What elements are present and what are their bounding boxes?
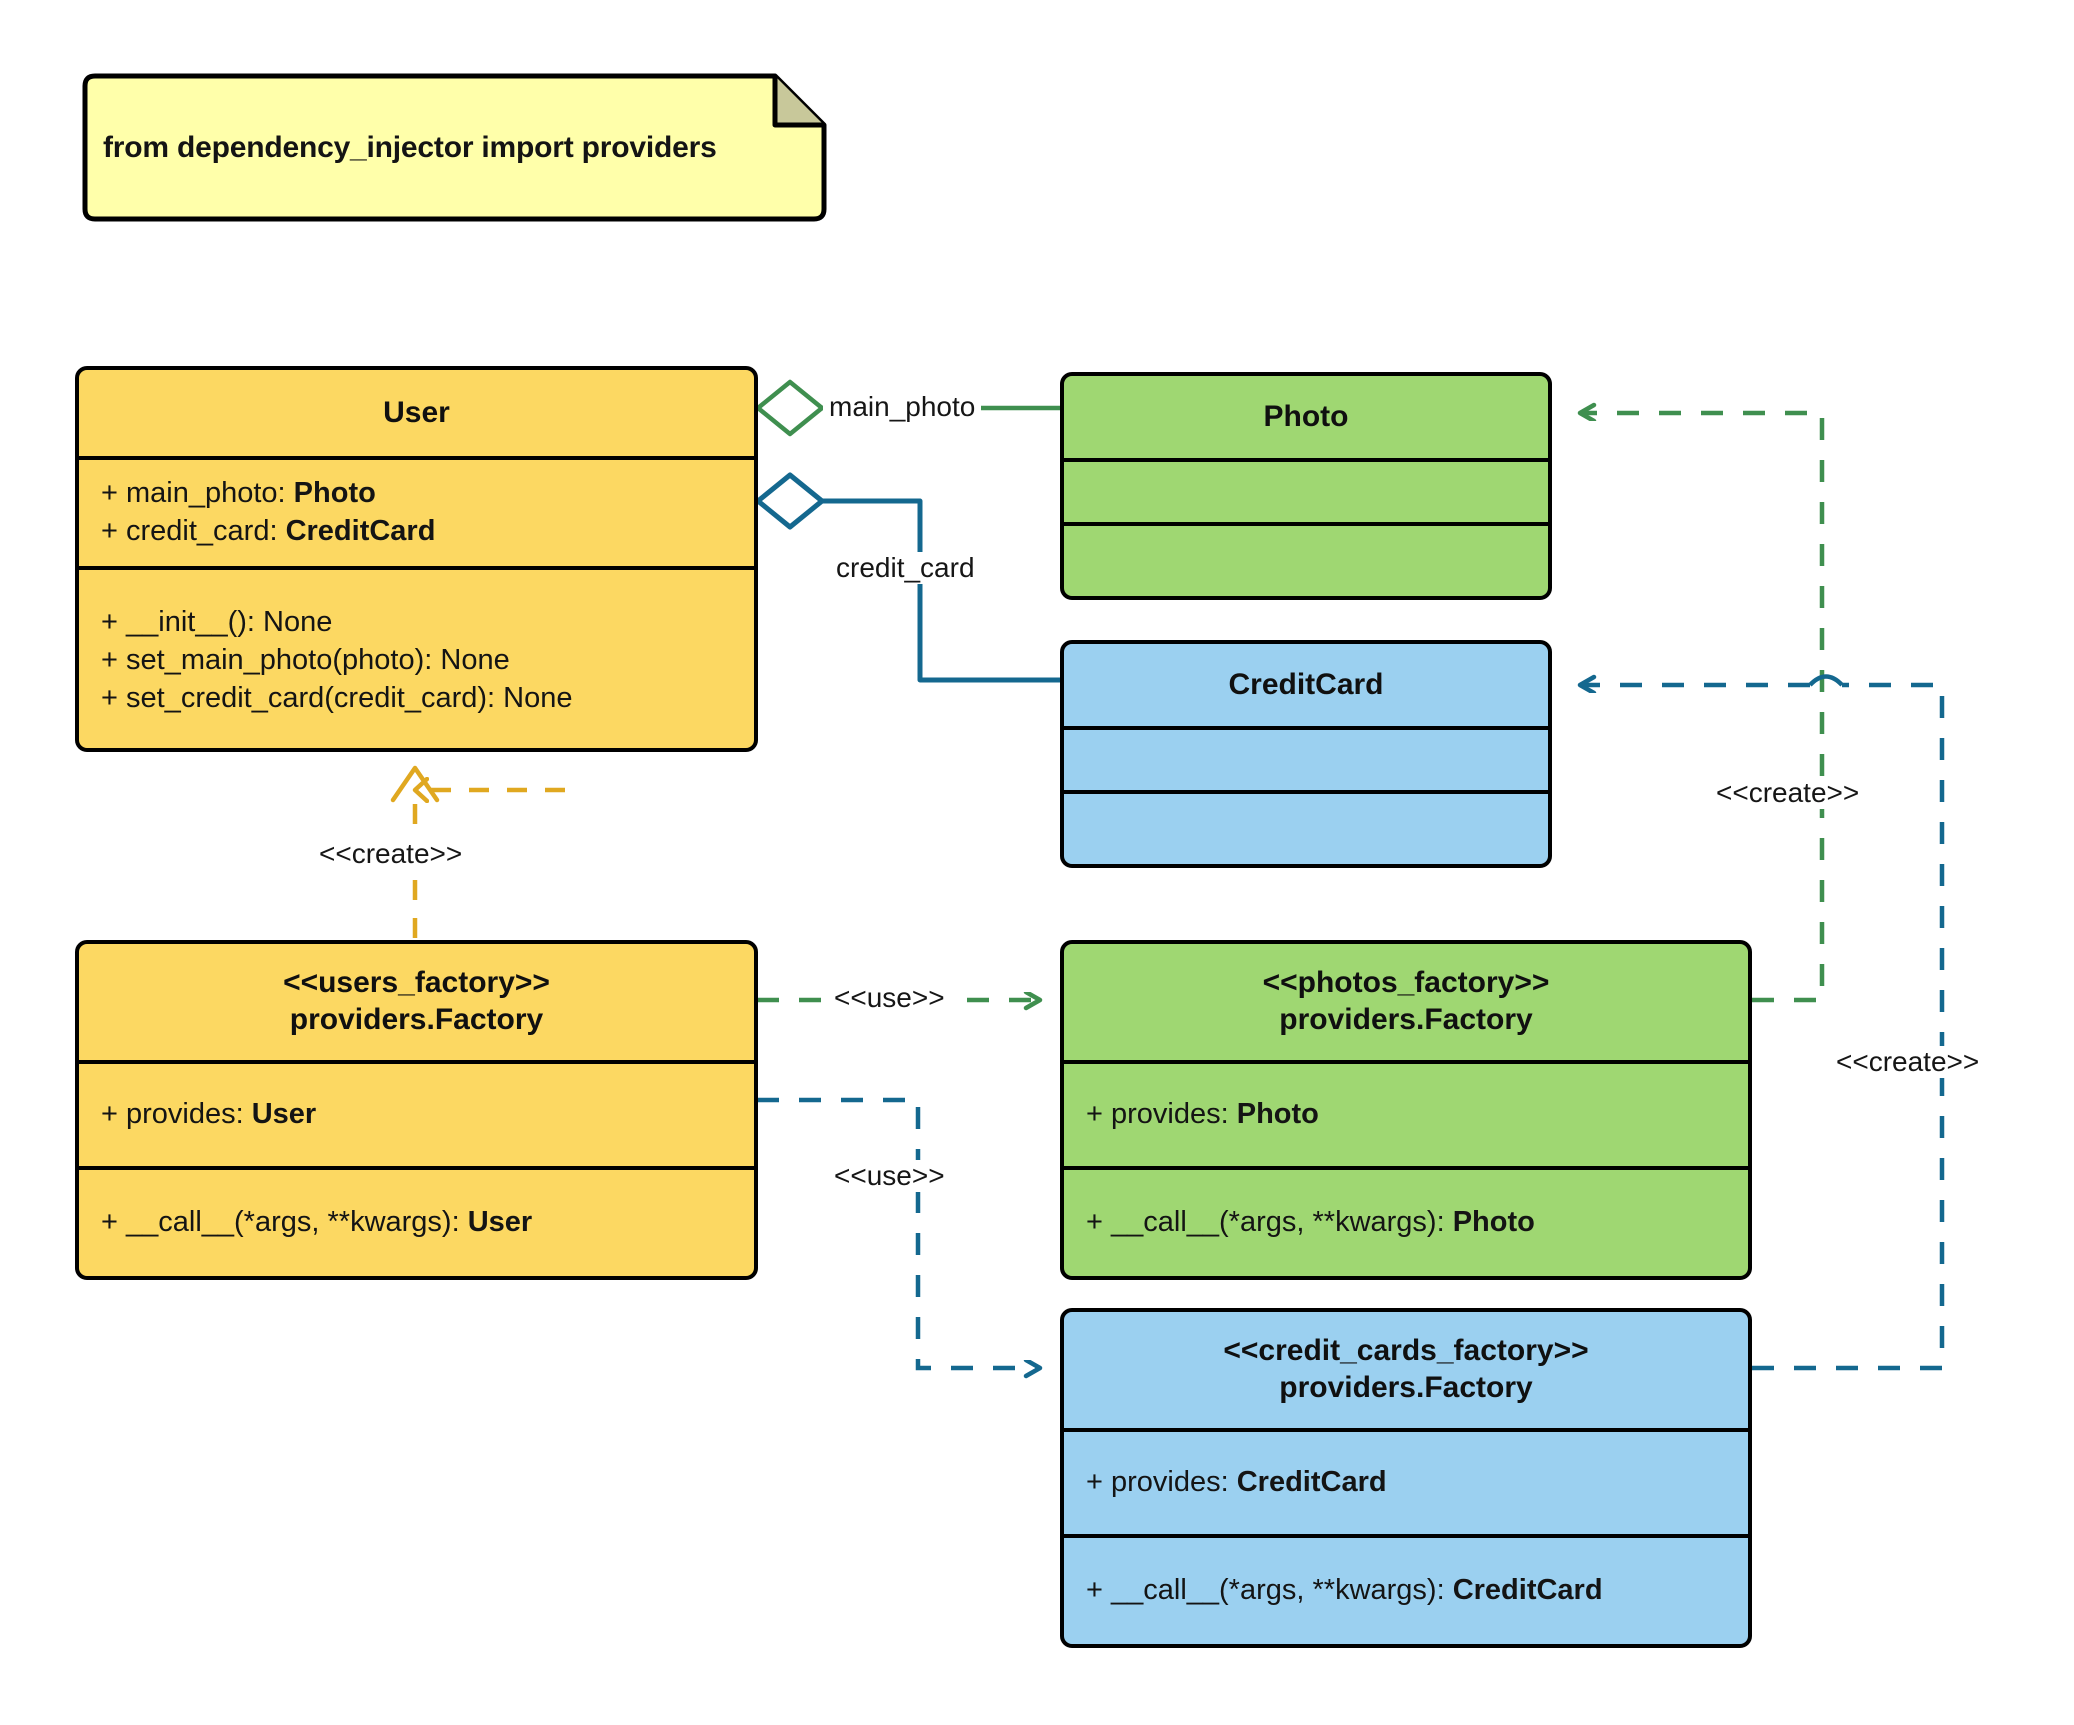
operation-visibility: + (1086, 1574, 1111, 1607)
class-title-user: User (383, 395, 450, 429)
edge-label-create-credit-card: <<create>> (1830, 1046, 1986, 1078)
operation-signature: __init__(): None (126, 606, 333, 639)
operation-signature: set_credit_card(credit_card): None (126, 681, 573, 714)
attribute-row: + provides: Photo (1064, 1096, 1748, 1134)
operation-row: + set_credit_card(credit_card): None (79, 680, 754, 718)
attribute-row: + provides: CreditCard (1064, 1464, 1748, 1502)
attribute-type: User (251, 1098, 317, 1131)
attribute-row: + provides: User (79, 1096, 754, 1134)
edge-use-credit-cards-factory (757, 1097, 1040, 1368)
operation-row: + __call__(*args, **kwargs): Photo (1064, 1204, 1748, 1242)
attribute-name: provides: (126, 1098, 252, 1131)
class-box-users-factory[interactable]: <<users_factory>> providers.Factory + pr… (75, 940, 758, 1280)
users-factory-title-compartment: <<users_factory>> providers.Factory (79, 944, 754, 1060)
class-stereotype-credit-cards-factory: <<credit_cards_factory>> (1223, 1334, 1589, 1368)
operation-visibility: + (101, 681, 126, 714)
operation-row: + __call__(*args, **kwargs): User (79, 1204, 754, 1242)
attribute-visibility: + (101, 1098, 126, 1131)
edge-label-credit-card: credit_card (830, 552, 981, 584)
users-factory-attribute-compartment: + provides: User (79, 1060, 754, 1166)
class-box-credit-cards-factory[interactable]: <<credit_cards_factory>> providers.Facto… (1060, 1308, 1752, 1648)
edge-create-photo (1580, 413, 1825, 1003)
attribute-name: provides: (1111, 1466, 1237, 1499)
photo-operation-compartment (1064, 522, 1548, 596)
operation-visibility: + (101, 644, 126, 677)
credit-cards-factory-title-compartment: <<credit_cards_factory>> providers.Facto… (1064, 1312, 1748, 1428)
operation-visibility: + (101, 606, 126, 639)
class-title-users-factory: providers.Factory (289, 1003, 544, 1036)
credit-cards-factory-operation-compartment: + __call__(*args, **kwargs): CreditCard (1064, 1534, 1748, 1644)
attribute-type: Photo (293, 477, 376, 510)
class-title-creditcard: CreditCard (1228, 667, 1384, 701)
class-box-photo[interactable]: Photo (1060, 372, 1552, 600)
operation-visibility: + (101, 1206, 126, 1239)
user-operation-compartment: + __init__(): None + set_main_photo(phot… (79, 566, 754, 748)
attribute-type: CreditCard (285, 515, 436, 547)
attribute-row: + main_photo: Photo (79, 475, 754, 513)
class-stereotype-users-factory: <<users_factory>> (283, 966, 550, 1000)
edge-label-create-user: <<create>> (313, 838, 469, 870)
edge-label-create-photo: <<create>> (1710, 777, 1866, 809)
operation-return-type: User (467, 1206, 533, 1239)
creditcard-operation-compartment (1064, 790, 1548, 864)
edge-label-use-photos-factory: <<use>> (828, 982, 951, 1014)
note-shape (82, 73, 827, 222)
note-text: from dependency_injector import provider… (103, 130, 717, 164)
user-attribute-compartment: + main_photo: Photo + credit_card: Credi… (79, 456, 754, 566)
photos-factory-operation-compartment: + __call__(*args, **kwargs): Photo (1064, 1166, 1748, 1276)
attribute-type: CreditCard (1236, 1466, 1387, 1499)
creditcard-attribute-compartment (1064, 726, 1548, 790)
operation-return-type: Photo (1452, 1206, 1535, 1239)
operation-row: + set_main_photo(photo): None (79, 642, 754, 680)
note-import-statement: from dependency_injector import provider… (75, 70, 830, 225)
class-title-credit-cards-factory: providers.Factory (1279, 1371, 1533, 1404)
attribute-visibility: + (101, 477, 126, 510)
credit-cards-factory-attribute-compartment: + provides: CreditCard (1064, 1428, 1748, 1534)
operation-signature: __call__(*args, **kwargs): (1111, 1206, 1453, 1239)
photo-attribute-compartment (1064, 458, 1548, 522)
operation-return-type: CreditCard (1452, 1574, 1603, 1607)
edge-label-use-credit-cards-factory: <<use>> (828, 1160, 951, 1192)
operation-visibility: + (1086, 1206, 1111, 1239)
class-title-photo: Photo (1263, 399, 1349, 433)
class-box-creditcard[interactable]: CreditCard (1060, 640, 1552, 868)
photos-factory-title-compartment: <<photos_factory>> providers.Factory (1064, 944, 1748, 1060)
operation-signature: set_main_photo(photo): None (126, 644, 510, 677)
attribute-type: Photo (1236, 1098, 1319, 1131)
attribute-name: main_photo: (126, 477, 294, 510)
attribute-visibility: + (1086, 1466, 1111, 1499)
attribute-visibility: + (1086, 1098, 1111, 1131)
class-box-user[interactable]: User + main_photo: Photo + credit_card: … (75, 366, 758, 752)
creditcard-title-compartment: CreditCard (1064, 644, 1548, 726)
operation-signature: __call__(*args, **kwargs): (126, 1206, 468, 1239)
attribute-visibility: + (101, 515, 126, 547)
operation-signature: __call__(*args, **kwargs): (1111, 1574, 1453, 1607)
class-box-photos-factory[interactable]: <<photos_factory>> providers.Factory + p… (1060, 940, 1752, 1280)
photos-factory-attribute-compartment: + provides: Photo (1064, 1060, 1748, 1166)
user-title-compartment: User (79, 370, 754, 456)
class-title-photos-factory: providers.Factory (1279, 1003, 1533, 1036)
attribute-name: provides: (1111, 1098, 1237, 1131)
attribute-row: + credit_card: CreditCard (79, 513, 754, 551)
attribute-name: credit_card: (126, 515, 286, 547)
users-factory-operation-compartment: + __call__(*args, **kwargs): User (79, 1166, 754, 1276)
operation-row: + __call__(*args, **kwargs): CreditCard (1064, 1572, 1748, 1610)
class-stereotype-photos-factory: <<photos_factory>> (1262, 966, 1550, 1000)
edge-label-main-photo: main_photo (823, 391, 982, 423)
photo-title-compartment: Photo (1064, 376, 1548, 458)
operation-row: + __init__(): None (79, 604, 754, 642)
